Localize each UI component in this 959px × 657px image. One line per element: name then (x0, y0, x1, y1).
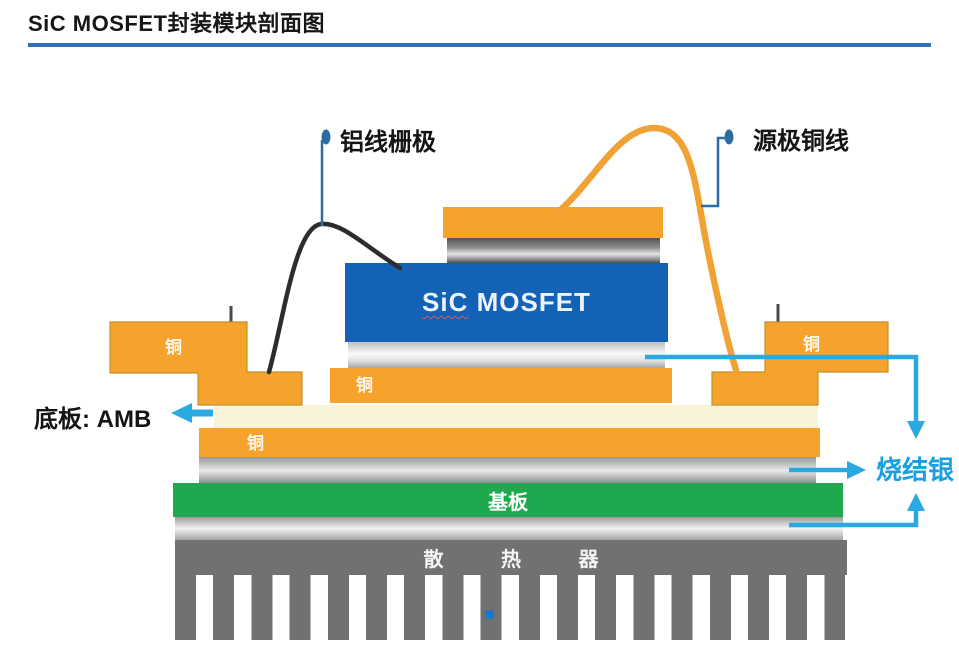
source-callout-dot (724, 129, 734, 145)
left-copper-terminal (109, 321, 303, 406)
left-terminal-label: 铜 (165, 338, 182, 357)
sintered-silver-layer-bottom (175, 517, 843, 540)
heatsink-fins (175, 575, 845, 640)
right-terminal-label: 铜 (803, 335, 820, 354)
source-wire-callout: 源极铜线 (753, 128, 849, 155)
gate-callout-dot (321, 129, 331, 145)
source-callout-line (701, 136, 726, 208)
copper-pad-center-label: 铜 (356, 376, 373, 395)
sinter-arrow-up (907, 493, 925, 511)
sinter-arrow-right (847, 461, 866, 479)
sintered-silver-layer-middle (199, 457, 816, 483)
substrate-label: 基板 (488, 491, 528, 514)
gate-wire-callout: 铝线栅极 (340, 129, 436, 156)
top-metal-spacer-layer (447, 238, 660, 263)
copper-sheet-label: 铜 (247, 434, 264, 453)
amb-ceramic-layer (214, 405, 818, 428)
page-title: SiC MOSFET封装模块剖面图 (28, 11, 325, 36)
copper-pad-center (330, 368, 672, 403)
sinter-arrow-down (907, 421, 925, 439)
die-attach-silver-layer (348, 342, 665, 368)
sic-mosfet-die: SiC MOSFET (345, 263, 668, 342)
sic-mosfet-label: SiC MOSFET (422, 287, 591, 317)
substrate-layer: 基板 (173, 483, 843, 517)
baseplate-callout: 底板: AMB (34, 406, 152, 433)
amb-arrow-left (171, 403, 192, 423)
title-underline (28, 43, 931, 47)
heatsink-body: 散 热 器 (175, 540, 847, 575)
heatsink-label: 散 热 器 (423, 549, 625, 571)
sintered-silver-callout: 烧结银 (876, 455, 955, 485)
right-copper-terminal (711, 321, 889, 406)
copper-sheet-layer (199, 428, 820, 457)
top-copper-clip (443, 207, 663, 238)
